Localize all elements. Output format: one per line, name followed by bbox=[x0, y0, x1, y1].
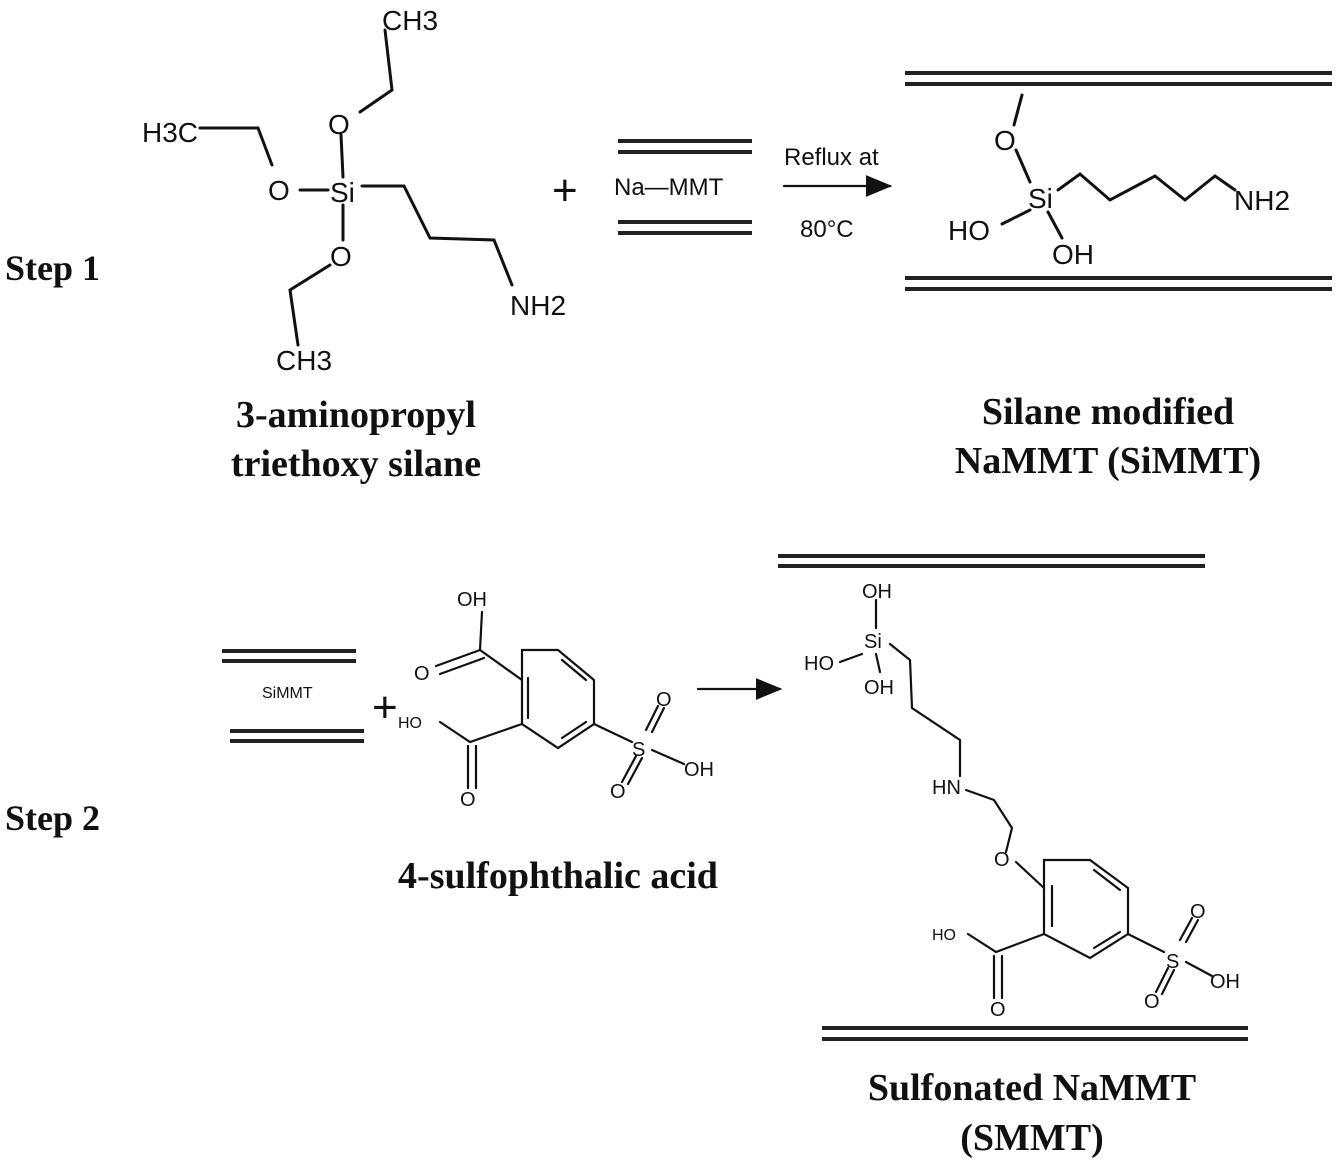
simmt-label: SiMMT bbox=[262, 685, 313, 702]
ch3-top-atom: CH3 bbox=[382, 5, 438, 36]
o-top-atom: O bbox=[328, 109, 350, 140]
step-1-label: Step 1 bbox=[5, 248, 100, 288]
smmt-o-ether-atom: O bbox=[994, 849, 1010, 871]
smmt-ho-atom: HO bbox=[804, 653, 834, 675]
acid-oh-s-atom: OH bbox=[684, 759, 714, 781]
o-bottom-atom: O bbox=[330, 241, 352, 272]
sulfophthalic-acid-name: 4-sulfophthalic acid bbox=[398, 855, 718, 897]
product-o-atom: O bbox=[994, 125, 1016, 156]
nh2-atom: NH2 bbox=[510, 290, 566, 321]
condition-temperature: 80°C bbox=[800, 216, 854, 243]
reagent-name-line-1: 3-aminopropyl bbox=[236, 394, 476, 436]
step-2-label: Step 2 bbox=[5, 798, 100, 838]
acid-ho-atom: HO bbox=[398, 715, 422, 732]
acid-o-left-atom: O bbox=[414, 663, 430, 685]
smmt-name-line-1: Sulfonated NaMMT bbox=[868, 1067, 1196, 1109]
product-nh2-atom: NH2 bbox=[1234, 185, 1290, 216]
smmt-o-s-top-atom: O bbox=[1190, 901, 1206, 923]
reagent-name-line-2: triethoxy silane bbox=[231, 443, 481, 485]
silane-modified-structure: O Si HO OH NH2 bbox=[948, 93, 1290, 270]
product-name-line-2: NaMMT (SiMMT) bbox=[955, 440, 1261, 482]
acid-o-s-bottom-atom: O bbox=[610, 781, 626, 803]
product-ho-atom: HO bbox=[948, 215, 990, 246]
h3c-atom: H3C bbox=[142, 117, 198, 148]
plus-sign-step-2: + bbox=[372, 683, 398, 732]
smmt-oh-s-atom: OH bbox=[1210, 971, 1240, 993]
smmt-oh-top-atom: OH bbox=[862, 581, 892, 603]
product-si-atom: Si bbox=[1028, 183, 1053, 214]
condition-reflux: Reflux at bbox=[784, 144, 879, 171]
product-name-line-1: Silane modified bbox=[982, 391, 1234, 433]
smmt-ho-acid-atom: HO bbox=[932, 927, 956, 944]
ch3-bottom-atom: CH3 bbox=[276, 345, 332, 376]
simmt-clay-layers bbox=[905, 71, 1332, 291]
plus-sign-step-1: + bbox=[552, 166, 578, 215]
na-mmt-label: Na—MMT bbox=[614, 174, 724, 201]
na-mmt-clay-layers bbox=[618, 139, 752, 235]
simmt-reactant-clay-layers bbox=[222, 649, 364, 743]
aminopropyl-triethoxy-silane-structure: CH3 O H3C O Si O CH3 NH2 bbox=[142, 5, 566, 376]
o-left-atom: O bbox=[268, 175, 290, 206]
smmt-o-acid-atom: O bbox=[990, 999, 1006, 1021]
sulfonated-nammt-structure: OH Si HO OH HN O HO O S O O OH bbox=[804, 581, 1240, 1021]
smmt-name-line-2: (SMMT) bbox=[960, 1117, 1104, 1159]
product-oh-atom: OH bbox=[1052, 239, 1094, 270]
smmt-o-s-bottom-atom: O bbox=[1144, 991, 1160, 1013]
smmt-oh-atom: OH bbox=[864, 677, 894, 699]
acid-oh-top-atom: OH bbox=[457, 589, 487, 611]
smmt-hn-atom: HN bbox=[932, 777, 961, 799]
smmt-s-atom: S bbox=[1166, 951, 1179, 973]
smmt-clay-layers bbox=[778, 554, 1248, 1041]
acid-o-s-top-atom: O bbox=[656, 689, 672, 711]
sulfophthalic-acid-structure: OH O HO O S O O OH bbox=[398, 589, 714, 811]
si-atom: Si bbox=[330, 177, 355, 208]
smmt-si-atom: Si bbox=[864, 631, 882, 653]
acid-o-bottom-atom: O bbox=[460, 789, 476, 811]
acid-s-atom: S bbox=[632, 739, 645, 761]
